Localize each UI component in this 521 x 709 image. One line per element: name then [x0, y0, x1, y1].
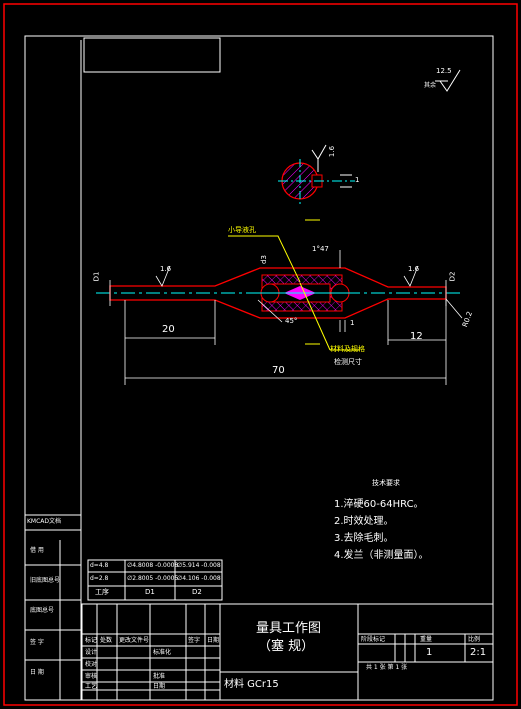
taper-dimension: 1°47 — [312, 245, 329, 253]
tech-req-item: 2.时效处理。 — [334, 516, 394, 527]
param-cell: ∅5.914 -0.008 — [177, 562, 221, 569]
stage-header: 阶段标记 — [361, 636, 386, 643]
param-footer: 工序 — [95, 588, 109, 596]
param-cell: ∅4.8008 -0.0008 — [127, 562, 179, 569]
inspect-label-2: 检测尺寸 — [334, 358, 362, 366]
change-col: 处数 — [100, 637, 113, 644]
top-left-box — [83, 37, 221, 73]
param-footer: D2 — [192, 588, 202, 596]
roughness-general-value: 12.5 — [436, 67, 452, 75]
change-col: 更改文件号 — [119, 637, 150, 644]
approve-label: 批准 — [153, 673, 166, 680]
change-col: 日期 — [207, 637, 220, 644]
param-cell: ∅4.106 -0.008 — [177, 575, 221, 582]
change-col: 签字 — [188, 637, 201, 644]
small-taper-hole-label: 小导液孔 — [228, 226, 256, 234]
tb-left-row: 审核 — [85, 673, 98, 680]
tb-left-row: 校对 — [85, 661, 98, 668]
title-block-frame — [81, 603, 494, 701]
sidebar-stamp: KMCAD文档 — [27, 518, 62, 525]
param-cell: ∅2.8005 -0.0005 — [127, 575, 179, 582]
date-label: 日期 — [153, 683, 166, 690]
tb-left-row: 标记 — [85, 637, 98, 644]
section-view — [278, 144, 355, 206]
param-footer: D1 — [145, 588, 155, 596]
sidebar-row: 旧底图总号 — [30, 577, 61, 584]
tech-req-item: 1.淬硬60-64HRC。 — [334, 499, 424, 510]
tech-req-title: 技术要求 — [372, 479, 400, 487]
sheet-row: 共 1 张 第 1 张 — [366, 664, 408, 671]
tech-req-item: 3.去除毛刺。 — [334, 533, 394, 544]
drawing-title: 量具工作图 — [256, 621, 322, 636]
tb-left-row: 工艺 — [85, 683, 98, 690]
angle-label: 45° — [285, 317, 298, 325]
dimension-lines — [109, 250, 463, 385]
dim-70: 70 — [272, 365, 285, 376]
roughness-right: 1.6 — [408, 265, 420, 273]
sidebar-row: 借 用 — [30, 547, 44, 554]
roughness-symbol-general — [435, 69, 461, 92]
dim-1: 1 — [350, 319, 355, 327]
material-label: 材料 GCr15 — [224, 679, 279, 690]
dim-12: 12 — [410, 331, 423, 342]
sidebar-row: 签 字 — [30, 639, 44, 646]
d1-label: D1 — [92, 271, 101, 282]
scale-header: 比例 — [468, 636, 481, 643]
roughness-left: 1.6 — [160, 265, 172, 273]
dim-20: 20 — [162, 324, 175, 335]
drawing-subtitle: （塞 规） — [258, 639, 315, 654]
d2-label: D2 — [448, 271, 457, 282]
param-cell: d=2.8 — [90, 575, 109, 582]
gauge-part — [96, 267, 460, 319]
section-dimension: 1 — [355, 176, 360, 184]
inspect-label-1: 材料及规格 — [330, 345, 365, 353]
param-table-frame — [87, 559, 223, 601]
tb-left-row: 设计 — [85, 649, 98, 656]
tech-req-item: 4.发兰（非测量面）。 — [334, 550, 429, 561]
roughness-general-label: 其余 — [424, 82, 437, 89]
weight-header: 重量 — [420, 636, 433, 643]
sidebar-row: 底图总号 — [30, 607, 55, 614]
sidebar-frame — [25, 40, 82, 700]
leader-lines — [228, 219, 360, 351]
quantity-value: 1 — [426, 647, 433, 658]
sidebar-row: 日 期 — [30, 669, 44, 676]
param-cell: d=4.8 — [90, 562, 109, 569]
standard-label: 标准化 — [153, 649, 172, 656]
scale-value: 2:1 — [470, 647, 487, 658]
outer-frame — [3, 3, 518, 706]
diameter-d3: d3 — [259, 255, 268, 264]
section-roughness: 1.6 — [328, 145, 337, 158]
